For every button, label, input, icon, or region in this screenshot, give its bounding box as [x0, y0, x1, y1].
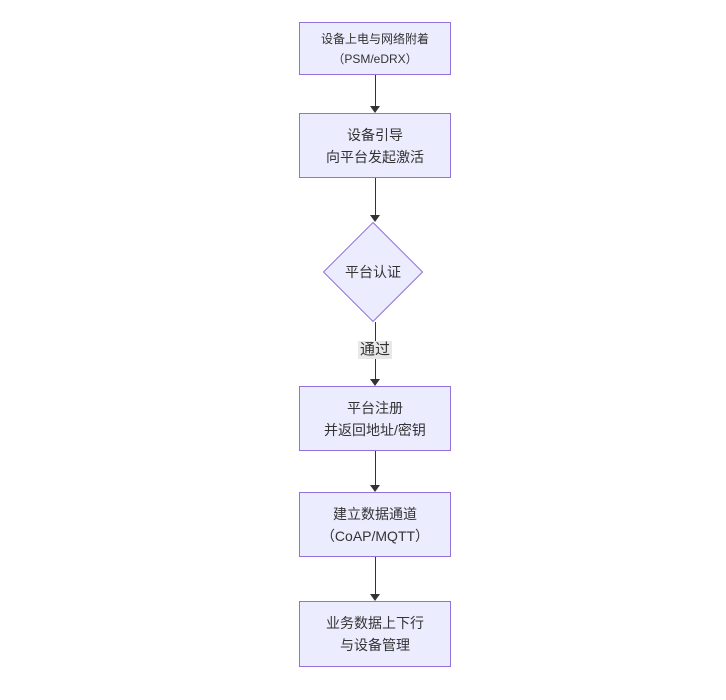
- edge-label-pass: 通过: [357, 341, 393, 359]
- diamond-shape: [323, 222, 423, 322]
- arrow-down-icon: [370, 379, 380, 386]
- node-label-line: 设备上电与网络附着: [320, 31, 429, 46]
- edge-line: [374, 451, 376, 485]
- flow-node-platform-auth-decision: 平台认证: [323, 222, 423, 322]
- node-label-line: 设备引导: [347, 126, 403, 143]
- flow-node-data-channel: 建立数据通道 （CoAP/MQTT）: [299, 492, 451, 557]
- node-label-line: （CoAP/MQTT）: [320, 527, 430, 544]
- edge-line: [374, 178, 376, 215]
- node-label-line: 与设备管理: [340, 637, 410, 653]
- arrow-down-icon: [370, 485, 380, 492]
- arrow-down-icon: [370, 594, 380, 601]
- node-label-line: 业务数据上下行: [326, 615, 424, 631]
- node-label-line: （PSM/eDRX）: [332, 51, 418, 66]
- edge-line: [374, 75, 376, 106]
- flow-node-business-data: 业务数据上下行 与设备管理: [299, 601, 451, 667]
- arrow-down-icon: [370, 215, 380, 222]
- node-label-line: 向平台发起激活: [326, 148, 424, 165]
- node-label-line: 平台认证: [345, 264, 401, 280]
- arrow-down-icon: [370, 106, 380, 113]
- node-label-line: 并返回地址/密钥: [324, 421, 426, 438]
- node-label-line: 平台注册: [347, 399, 403, 416]
- edge-line: [374, 557, 376, 594]
- flow-node-power-attach: 设备上电与网络附着 （PSM/eDRX）: [299, 22, 451, 75]
- flow-node-platform-register: 平台注册 并返回地址/密钥: [299, 386, 451, 451]
- node-label-line: 建立数据通道: [333, 505, 417, 522]
- flow-node-bootstrap: 设备引导 向平台发起激活: [299, 113, 451, 178]
